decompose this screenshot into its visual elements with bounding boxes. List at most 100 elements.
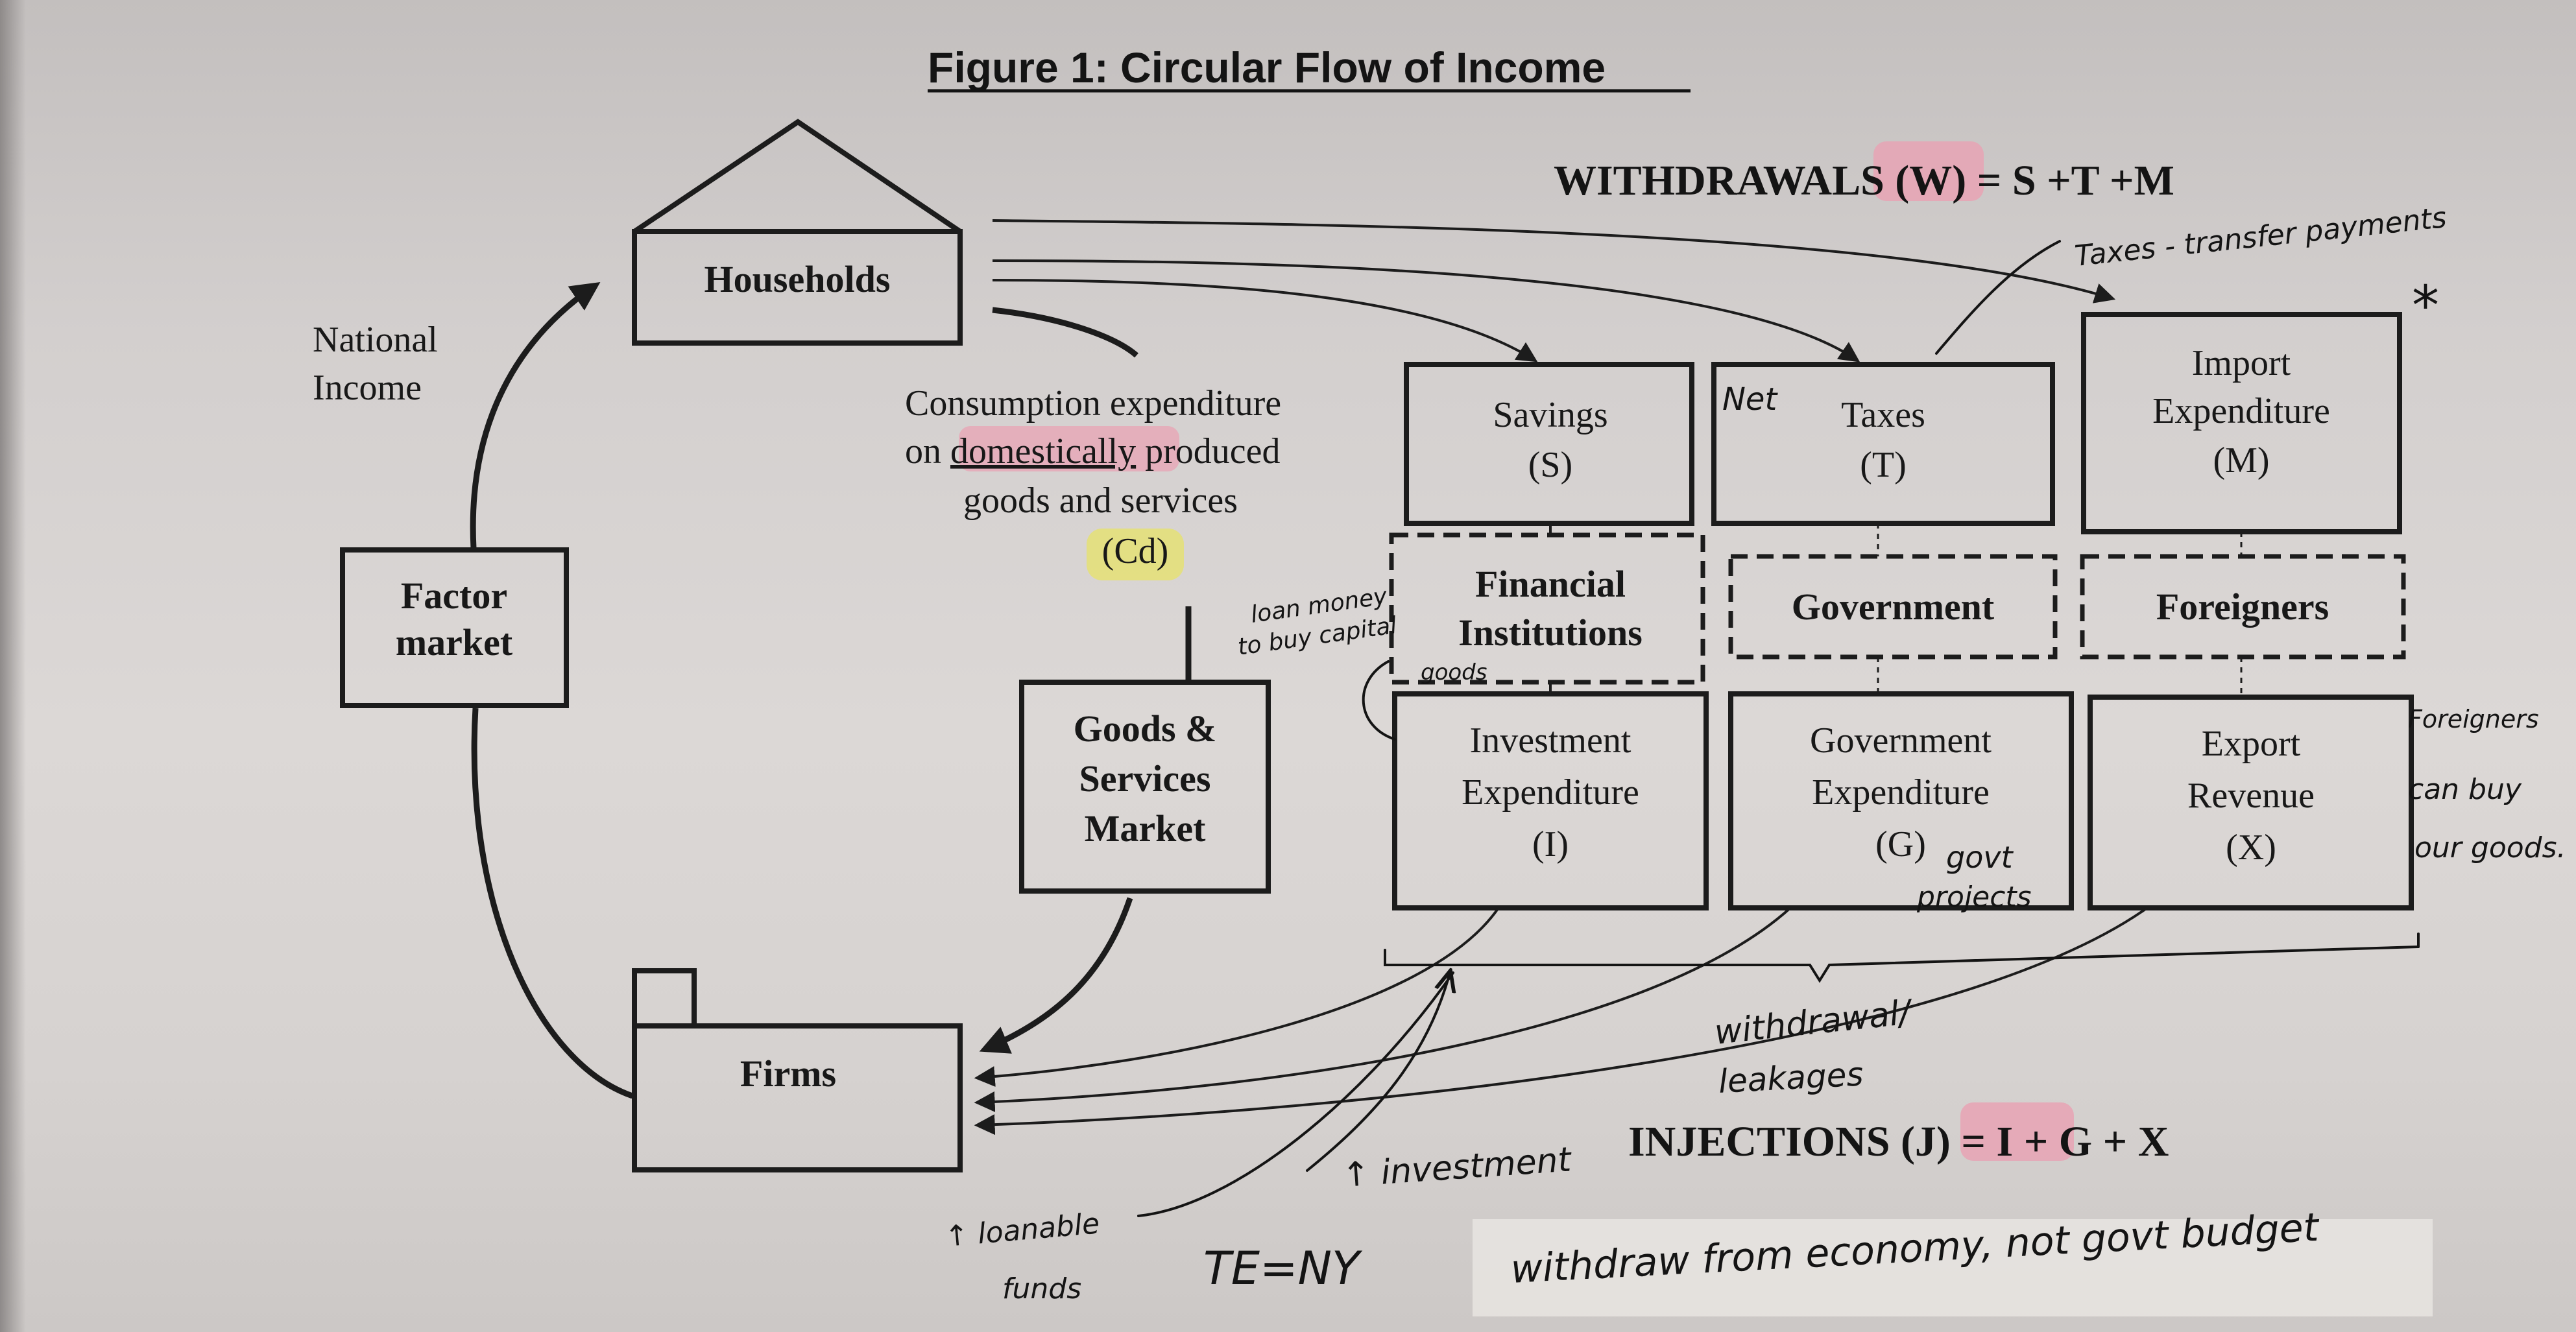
injections-heading: INJECTIONS (J) = I + G + X — [1628, 1118, 2169, 1165]
domestically-word: domestically — [950, 431, 1136, 471]
foreigners-node: Foreigners — [2080, 554, 2406, 660]
households-roof — [632, 119, 962, 234]
exports-line3: (X) — [2226, 827, 2276, 868]
national-income-line1: National — [313, 320, 438, 360]
savings-node: Savings (S) — [1404, 362, 1694, 526]
arrow-households-to-imports — [992, 219, 2116, 303]
consumption-line3: goods and services — [963, 481, 1238, 521]
taxes-line1: Taxes — [1841, 395, 1925, 435]
note-loanable-curve — [1137, 971, 1454, 1217]
exports-line2: Revenue — [2187, 776, 2315, 816]
note-foreign-3: our goods. — [2414, 831, 2566, 864]
taxes-line2: (T) — [1860, 445, 1907, 485]
firms-chimney — [632, 968, 697, 1029]
note-foreign-1: Foreigners — [2408, 705, 2539, 733]
gov-exp-line3: (G) — [1875, 824, 1926, 864]
financial-institutions-node: Financial Institutions — [1389, 532, 1705, 685]
factor-market-line1: Factor — [401, 575, 507, 617]
financial-institutions-box — [1389, 532, 1705, 685]
note-brace — [1384, 945, 2420, 983]
firms-label: Firms — [740, 1053, 836, 1095]
foreigners-box — [2080, 554, 2406, 660]
note-loan-3: goods — [1421, 660, 1487, 685]
note-withdrawal-2: leakages — [1718, 1055, 1864, 1100]
savings-box — [1404, 362, 1694, 526]
note-loan-arrow — [1362, 660, 1396, 741]
highlight-cd — [1087, 529, 1184, 580]
exports-box — [2088, 695, 2414, 910]
government-box — [1728, 554, 2058, 660]
government-node: Government — [1728, 554, 2058, 660]
taxes-node: Taxes (T) — [1711, 362, 2055, 526]
flow-gs-market-to-firms — [979, 897, 1133, 1054]
flow-households-consumption — [992, 307, 1138, 358]
highlight-injections-j — [1960, 1102, 2074, 1161]
investment-box — [1392, 691, 1709, 910]
foreigners-label: Foreigners — [2156, 586, 2329, 628]
goods-services-market-node: Goods & Services Market — [1019, 680, 1271, 894]
government-expenditure-box — [1728, 691, 2074, 910]
note-taxes-line — [1935, 240, 2061, 355]
gov-exp-line1: Government — [1810, 720, 1992, 761]
imports-node: Import Expenditure (M) — [2081, 312, 2402, 534]
highlight-withdrawals-w — [1873, 141, 1984, 201]
national-income-line2: Income — [313, 368, 422, 408]
note-withdrawal-1: withdrawal/ — [1713, 993, 1916, 1053]
government-expenditure-node: Government Expenditure (G) — [1728, 691, 2074, 910]
taxes-box — [1711, 362, 2055, 526]
gs-market-line2: Services — [1079, 757, 1211, 800]
exports-node: Export Revenue (X) — [2088, 695, 2414, 910]
note-net: Net — [1722, 381, 1778, 418]
note-loanable-2: funds — [1002, 1272, 1081, 1305]
arrow-investment-to-firms — [974, 907, 1500, 1088]
arrow-households-to-savings — [992, 279, 1538, 363]
investment-line3: (I) — [1532, 824, 1569, 864]
exports-line1: Export — [2202, 724, 2301, 764]
note-loanable-1: ↑ loanable — [944, 1207, 1101, 1254]
arrow-households-to-taxes — [992, 259, 1860, 363]
note-govt-1: govt — [1946, 840, 2014, 875]
arrow-exports-to-firms — [974, 907, 2149, 1136]
financial-line2: Institutions — [1458, 612, 1643, 654]
note-investment: ↑ investment — [1341, 1140, 1574, 1195]
arrow-gov-exp-to-firms — [974, 907, 1792, 1112]
note-foreign-2: can buy — [2408, 773, 2522, 806]
factor-market-node: Factor market — [340, 547, 569, 708]
note-bottom-paper-strip — [1473, 1219, 2433, 1316]
figure-title: Figure 1: Circular Flow of Income — [928, 43, 1606, 91]
imports-line2: Expenditure — [2152, 391, 2330, 431]
note-govt-2: projects — [1916, 881, 2032, 914]
investment-line1: Investment — [1470, 720, 1631, 761]
gs-market-line1: Goods & — [1074, 708, 1217, 750]
firms-box — [632, 1023, 963, 1172]
factor-market-line2: market — [396, 621, 513, 663]
withdrawals-heading: WITHDRAWALS (W) = S +T +M — [1554, 157, 2174, 204]
consumption-line1: Consumption expenditure — [905, 383, 1281, 423]
financial-line1: Financial — [1475, 563, 1626, 605]
flow-factor-market-to-households — [470, 281, 601, 549]
gs-market-line3: Market — [1085, 807, 1206, 850]
households-label: Households — [704, 258, 891, 300]
households-box — [632, 229, 963, 346]
consumption-line2: on domestically produced — [905, 431, 1281, 471]
government-label: Government — [1792, 586, 1995, 628]
savings-line1: Savings — [1493, 395, 1607, 435]
imports-line3: (M) — [2213, 440, 2269, 481]
firms-node: Firms — [632, 968, 963, 1172]
highlight-domestically — [959, 426, 1179, 471]
households-node: Households — [632, 119, 963, 346]
note-te-ny: TE=NY — [1203, 1242, 1363, 1295]
savings-line2: (S) — [1528, 445, 1572, 485]
imports-line1: Import — [2192, 343, 2291, 383]
gov-exp-line2: Expenditure — [1812, 772, 1990, 813]
note-taxes-transfer: Taxes - transfer payments — [2073, 201, 2448, 273]
note-investment-arrow — [1306, 973, 1450, 1172]
goods-services-market-box — [1019, 680, 1271, 894]
investment-node: Investment Expenditure (I) — [1392, 691, 1709, 910]
note-asterisk: * — [2412, 274, 2439, 337]
consumption-label: Consumption expenditure on domestically … — [905, 383, 1281, 571]
investment-line2: Expenditure — [1462, 772, 1639, 813]
factor-market-box — [340, 547, 569, 708]
